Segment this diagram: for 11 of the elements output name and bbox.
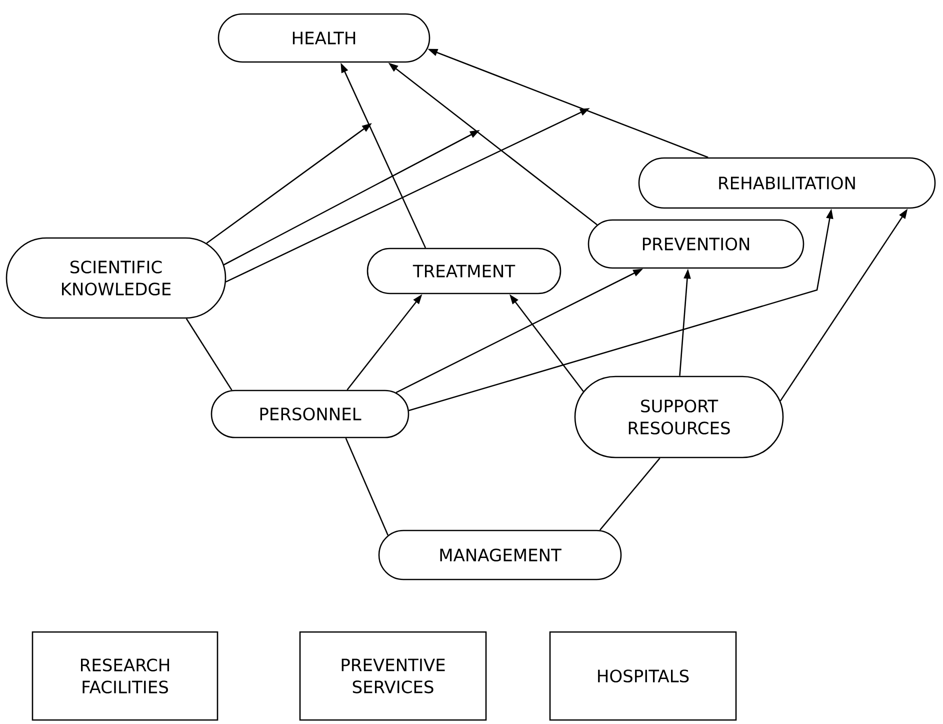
rounded-box: TREATMENT bbox=[366, 248, 562, 294]
box: HOSPITALS bbox=[549, 631, 737, 721]
rounded-box: MANAGEMENT bbox=[378, 530, 622, 580]
box: RESEARCH FACILITIES bbox=[32, 631, 218, 721]
box: PREVENTIVE SERVICES bbox=[299, 631, 487, 721]
rounded-box: SCIENTIFIC KNOWLEDGE bbox=[6, 237, 226, 319]
rounded-box: SUPPORT RESOURCES bbox=[574, 376, 784, 458]
rounded-box: HEALTH bbox=[218, 13, 430, 63]
rounded-box: PERSONNEL bbox=[210, 390, 410, 438]
rounded-box: REHABILITATION bbox=[638, 157, 936, 209]
rounded-box: PREVENTION bbox=[588, 219, 804, 269]
